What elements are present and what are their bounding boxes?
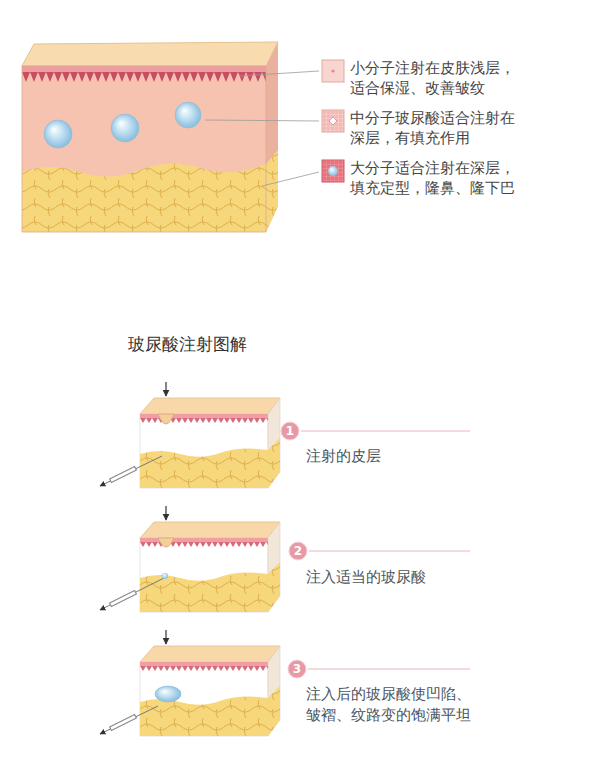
dermal-papillae <box>22 72 266 82</box>
step-rule <box>308 669 470 670</box>
leader-lines <box>205 71 319 186</box>
epidermis <box>22 66 266 72</box>
pointer-arrow <box>165 630 166 644</box>
circle-fill <box>288 660 306 678</box>
wrinkle <box>158 414 174 424</box>
syringe-barrel <box>111 717 135 729</box>
syringe-barrel <box>111 593 135 605</box>
step-panel <box>100 506 280 612</box>
legend-swatches <box>322 60 344 182</box>
syringe-barrel <box>111 469 135 481</box>
circle-fill <box>289 542 307 560</box>
step-rules <box>301 431 470 669</box>
wrinkle <box>158 538 174 547</box>
swatch-diamond <box>329 117 337 125</box>
legend-text: 大分子适合注射在深层，填充定型，隆鼻、隆下巴 <box>350 158 522 198</box>
filler-sphere <box>175 102 201 128</box>
swatch-sphere <box>328 166 338 176</box>
leader-line <box>240 71 319 76</box>
swatch-dot <box>331 69 334 72</box>
legend-text: 小分子注射在皮肤浅层，适合保湿、改善皱纹 <box>350 58 522 98</box>
skin-surface <box>22 42 278 66</box>
pointer-arrow <box>165 382 166 396</box>
step-rule <box>301 431 470 432</box>
legend-text: 中分子玻尿酸适合注射在深层，有填充作用 <box>350 108 522 148</box>
filler-drop <box>162 573 168 579</box>
syringe <box>100 456 162 486</box>
syringe <box>100 706 158 734</box>
pointer-arrow <box>165 506 166 520</box>
side-fat <box>266 150 278 232</box>
step-panel <box>100 630 280 736</box>
callout-number: 1 <box>286 424 294 438</box>
filler-oval <box>155 686 181 702</box>
filler-sphere <box>44 120 72 148</box>
syringe <box>100 578 164 610</box>
syringe-barrel <box>110 592 136 605</box>
skin-cross-section <box>22 42 278 232</box>
leader-line <box>262 172 319 186</box>
step-panel <box>100 382 280 488</box>
callout-number: 3 <box>293 662 301 676</box>
block-outline <box>22 66 266 232</box>
legend-swatch <box>322 60 344 82</box>
callout-number: 2 <box>294 544 302 558</box>
step-description: 注射的皮层 <box>306 446 506 467</box>
legend-swatch <box>322 160 344 182</box>
step-rule <box>309 551 470 552</box>
syringe-barrel <box>110 716 136 729</box>
side-face <box>266 42 278 232</box>
dermis <box>22 66 266 232</box>
step-description: 注入后的玻尿酸使凹陷、皱褶、纹路变的饱满平坦 <box>306 684 471 726</box>
step-number-circle: 2 <box>288 541 308 561</box>
filler-sphere <box>111 114 139 142</box>
step-number-circle: 1 <box>280 421 300 441</box>
legend-entry: 小分子注射在皮肤浅层，适合保湿、改善皱纹 <box>350 58 522 98</box>
step-description: 注入适当的玻尿酸 <box>306 567 506 588</box>
fat-layer <box>22 163 266 232</box>
circle-fill <box>281 422 299 440</box>
legend-swatch <box>322 110 344 132</box>
legend-entry: 中分子玻尿酸适合注射在深层，有填充作用 <box>350 108 522 148</box>
leader-line <box>205 120 319 121</box>
diagram-title: 玻尿酸注射图解 <box>128 333 247 356</box>
legend-entry: 大分子适合注射在深层，填充定型，隆鼻、隆下巴 <box>350 158 522 198</box>
step-number-circle: 3 <box>287 659 307 679</box>
syringe-barrel <box>110 468 136 481</box>
